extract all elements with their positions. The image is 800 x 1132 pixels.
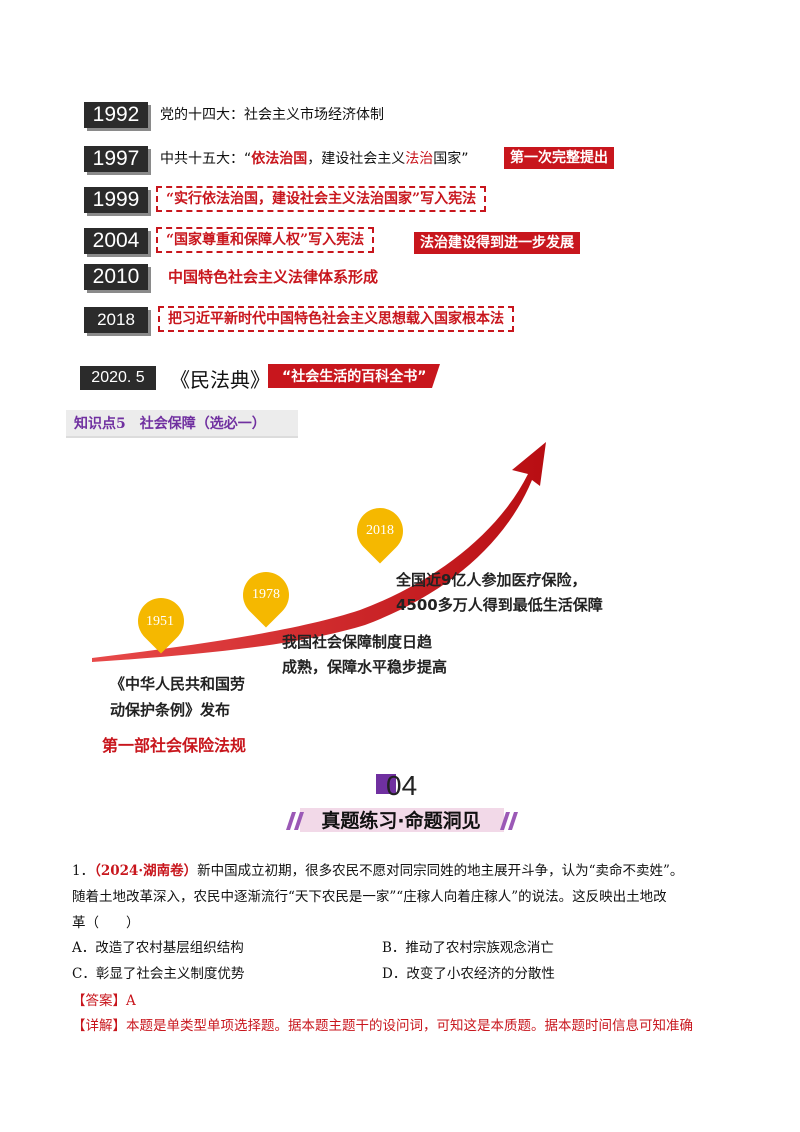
text-1997-post: 国家”: [433, 151, 469, 167]
civil-code-title: 《民法典》: [170, 368, 270, 392]
note-1978-line2: 成熟，保障水平稳步提高: [282, 658, 448, 676]
note-1978: 我国社会保障制度日趋 成熟，保障水平稳步提高: [282, 630, 447, 680]
note-1951-red: 第一部社会保险法规: [102, 736, 247, 755]
question-line-2: 随着土地改革深入，农民中逐渐流行“天下农民是一家”“庄稼人向着庄稼人”的说法。这…: [72, 889, 667, 905]
question-line-3: 革（ ）: [72, 915, 140, 931]
option-d[interactable]: D．改变了小农经济的分散性: [382, 966, 555, 982]
year-badge-1997: 1997: [84, 146, 148, 172]
question-line-1: 1．（2024·湖南卷）新中国成立初期，很多农民不愿对同宗同姓的地主展开斗争，认…: [72, 858, 683, 884]
detail-line: 【详解】本题是单类型单项选择题。据本题主题干的设问词，可知这是本质题。据本题时间…: [72, 1018, 693, 1034]
section-accent-square: [376, 774, 396, 794]
knowledge-point-header: 知识点5 社会保障（选必一）: [66, 410, 298, 438]
marker-label-1951: 1951: [146, 614, 174, 629]
civil-code-tag-shape: “社会生活的百科全书”: [268, 364, 440, 388]
note-1951-line2: 动保护条例》发布: [110, 701, 231, 719]
text-1997-mid: ，建设社会主义: [307, 151, 406, 167]
question-number: 1．: [72, 863, 95, 879]
option-a[interactable]: A．改造了农村基层组织结构: [72, 940, 244, 956]
section-title-banner: [286, 808, 518, 832]
marker-label-2018: 2018: [366, 523, 394, 538]
section-title: 真题练习·命题洞见: [321, 810, 481, 832]
note-1951: 《中华人民共和国劳 动保护条例》发布: [110, 671, 245, 723]
question-source: （2024·湖南卷）: [94, 863, 198, 879]
tag-further-development: 法治建设得到进一步发展: [414, 232, 580, 254]
option-c[interactable]: C．彰显了社会主义制度优势: [72, 966, 245, 982]
tag-first-complete: 第一次完整提出: [504, 147, 614, 169]
text-1997-hl2: 法治: [405, 151, 434, 167]
note-2018: 全国近9亿人参加医疗保险， 4500多万人得到最低生活保障: [396, 568, 603, 618]
dashed-box-1999: “实行依法治国，建设社会主义法治国家”写入宪法: [156, 186, 487, 212]
text-1997-hl1: 依法治国: [251, 151, 308, 167]
dashed-box-2004: “国家尊重和保障人权”写入宪法: [156, 227, 375, 253]
dashed-box-2018: 把习近平新时代中国特色社会主义思想载入国家根本法: [158, 306, 514, 332]
option-b[interactable]: B．推动了农村宗族观念消亡: [382, 940, 554, 956]
marker-label-1978: 1978: [252, 587, 280, 602]
text-1997-pre: 中共十五大：“: [160, 151, 252, 167]
note-2018-line1: 全国近9亿人参加医疗保险，: [396, 571, 587, 589]
question-line1-text: 新中国成立初期，很多农民不愿对同宗同姓的地主展开斗争，认为“卖命不卖姓”。: [197, 863, 684, 879]
note-2018-line2: 4500多万人得到最低生活保障: [396, 596, 603, 614]
section-number: 04: [386, 770, 418, 801]
note-1978-line1: 我国社会保障制度日趋: [282, 633, 433, 651]
note-1951-line1: 《中华人民共和国劳: [110, 675, 246, 693]
civil-code-tag: “社会生活的百科全书”: [282, 369, 427, 385]
timeline-text-1992: 党的十四大：社会主义市场经济体制: [160, 107, 384, 123]
year-badge-2004: 2004: [84, 228, 148, 254]
year-badge-2018: 2018: [84, 307, 148, 333]
timeline-text-1997: 中共十五大：“依法治国，建设社会主义法治国家”: [160, 149, 469, 169]
knowledge-point-title: 知识点5 社会保障（选必一）: [74, 416, 266, 432]
tag-arrow-shape: [268, 364, 440, 388]
timeline-text-2010: 中国特色社会主义法律体系形成: [168, 268, 379, 286]
year-badge-1999: 1999: [84, 187, 148, 213]
year-badge-2010: 2010: [84, 264, 148, 290]
year-badge-2020: 2020. 5: [80, 366, 156, 390]
year-badge-1992: 1992: [84, 102, 148, 128]
answer-line: 【答案】A: [72, 993, 136, 1009]
